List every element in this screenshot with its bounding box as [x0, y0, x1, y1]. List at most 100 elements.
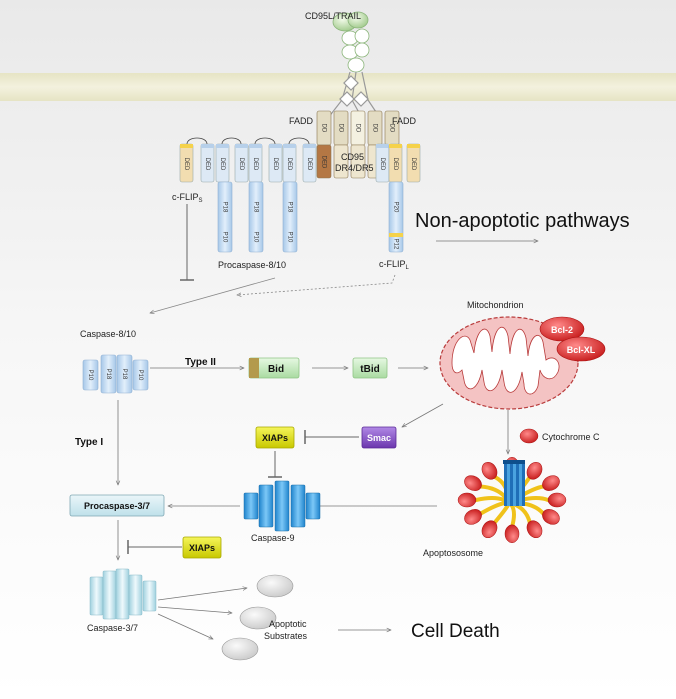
- caspase-8-10-subunit: [100, 354, 117, 394]
- cytochrome-c-blob: [542, 509, 560, 525]
- caspase-3-7-bar: [115, 568, 130, 620]
- cytochrome-c-blob: [464, 475, 482, 491]
- ded-text: DED: [306, 158, 312, 171]
- caspase-3-7-bar: [102, 570, 117, 620]
- p10-text: P10: [252, 232, 258, 243]
- ded-cap: [216, 144, 229, 148]
- caspase-9-complex: [243, 480, 321, 532]
- ded-cap: [303, 144, 316, 148]
- p18-text: P18: [286, 202, 292, 213]
- cflip-s-label: c-FLIPS: [172, 192, 203, 204]
- bcl-2-blob: Bcl-2: [539, 316, 585, 342]
- cytochrome-c-blob: [542, 475, 560, 491]
- apoptosome-hub-bar: [513, 462, 516, 506]
- procaspase-chain: [217, 181, 233, 253]
- cflip-l-dashed-arrow: [237, 274, 396, 295]
- ded-text: DED: [272, 158, 278, 171]
- p20-text: P20: [392, 202, 398, 213]
- cytochrome-c-icon: [519, 428, 539, 444]
- procaspase-3-7-box: Procaspase-3/7: [69, 494, 165, 517]
- caspase-to-substrate2-arrow: [157, 606, 232, 613]
- apoptotic-substrates-line1: Apoptotic: [269, 619, 307, 629]
- mitochondrion-label: Mitochondrion: [467, 300, 524, 310]
- ded-anchor-block: [333, 144, 349, 179]
- cell-death-label: Cell Death: [411, 621, 500, 642]
- ded-cap: [269, 144, 282, 148]
- cytochrome-c-label: Cytochrome C: [542, 432, 600, 442]
- ded-text: DED: [204, 158, 210, 171]
- p18-text: P18: [252, 202, 258, 213]
- apoptosome-hub-bar: [510, 462, 513, 506]
- bcl-xl-label: Bcl-XL: [567, 345, 596, 355]
- mitochondrion: [439, 316, 579, 410]
- bcl-2-label: Bcl-2: [551, 325, 573, 335]
- cytochrome-c-blob: [464, 509, 482, 525]
- substrate-blob-1: [256, 574, 294, 598]
- ded-text: DED: [379, 158, 385, 171]
- bcl-xl-blob: Bcl-XL: [556, 336, 606, 362]
- ded-linker: [186, 137, 208, 145]
- apoptosome-hub-bar: [507, 462, 510, 506]
- cell-membrane: [0, 73, 676, 101]
- p18-text: P18: [121, 369, 127, 380]
- apoptosome-hub-bar: [519, 462, 522, 506]
- non-apoptotic-pathways-label: Non-apoptotic pathways: [415, 210, 630, 232]
- p12-text: P12: [392, 239, 398, 250]
- ded-text: DED: [320, 156, 326, 169]
- cytochrome-c-blob: [481, 520, 498, 539]
- caspase-8-10-subunit: [82, 359, 99, 391]
- ded-anchor-block: [350, 144, 366, 179]
- procaspase-chain: [248, 181, 264, 253]
- xiaps-box-top: XIAPs: [255, 426, 295, 449]
- procaspase-3-7-label: Procaspase-3/7: [84, 501, 150, 511]
- apoptosome-arm: [514, 503, 532, 526]
- p10-text: P10: [221, 232, 227, 243]
- p10-text: P10: [286, 232, 292, 243]
- ded-cap: [235, 144, 248, 148]
- caspase-9-bar: [290, 484, 306, 528]
- apoptosome-hub-bar: [504, 462, 507, 506]
- apoptosome-arm: [510, 504, 516, 529]
- type-i-label: Type I: [75, 437, 103, 448]
- ded-linker: [254, 137, 276, 145]
- caspase-8-10-label: Caspase-8/10: [80, 329, 136, 339]
- ded-text: DED: [238, 158, 244, 171]
- p18-text: P18: [221, 202, 227, 213]
- ded-cap: [389, 144, 402, 148]
- cytochrome-c-blob: [547, 492, 567, 508]
- receptor-label-line1: CD95: [341, 152, 364, 162]
- apoptosome-arm: [478, 501, 508, 516]
- cflip-l-label: c-FLIPL: [379, 259, 410, 271]
- dd-text: DD: [320, 124, 326, 133]
- caspase-9-bar: [305, 492, 321, 520]
- caspase-3-7-label: Caspase-3/7: [87, 623, 138, 633]
- mito-to-smac-arrow: [402, 403, 444, 427]
- ded-cap: [407, 144, 420, 148]
- ded-cap: [249, 144, 262, 148]
- fadd-right-label: FADD: [392, 116, 417, 126]
- ded-text: DED: [252, 158, 258, 171]
- p10-text: P10: [87, 370, 93, 381]
- cytochrome-c-blob: [481, 461, 498, 480]
- fadd-left-label: FADD: [289, 116, 314, 126]
- cytochrome-c-blob: [457, 492, 477, 508]
- ligand-label: CD95L/TRAIL: [305, 11, 361, 21]
- dd-text: DD: [371, 124, 377, 133]
- ded-text: DED: [219, 158, 225, 171]
- bid-label: Bid: [268, 364, 284, 375]
- cytochrome-c-blob: [526, 520, 543, 539]
- cytochrome-c-blob: [526, 461, 543, 480]
- ded-cap: [283, 144, 296, 148]
- caspase-to-substrate1-arrow: [157, 588, 247, 601]
- ded-text: DED: [392, 158, 398, 171]
- receptor-label-line2: DR4/DR5: [335, 163, 374, 173]
- dd-text: DD: [337, 124, 343, 133]
- caspase-to-substrate3-arrow: [157, 613, 213, 640]
- cflip-l-stripe: [389, 233, 403, 237]
- ded-text: DED: [286, 158, 292, 171]
- apoptosome-hub-cap: [503, 460, 525, 464]
- dd-text: DD: [388, 124, 394, 133]
